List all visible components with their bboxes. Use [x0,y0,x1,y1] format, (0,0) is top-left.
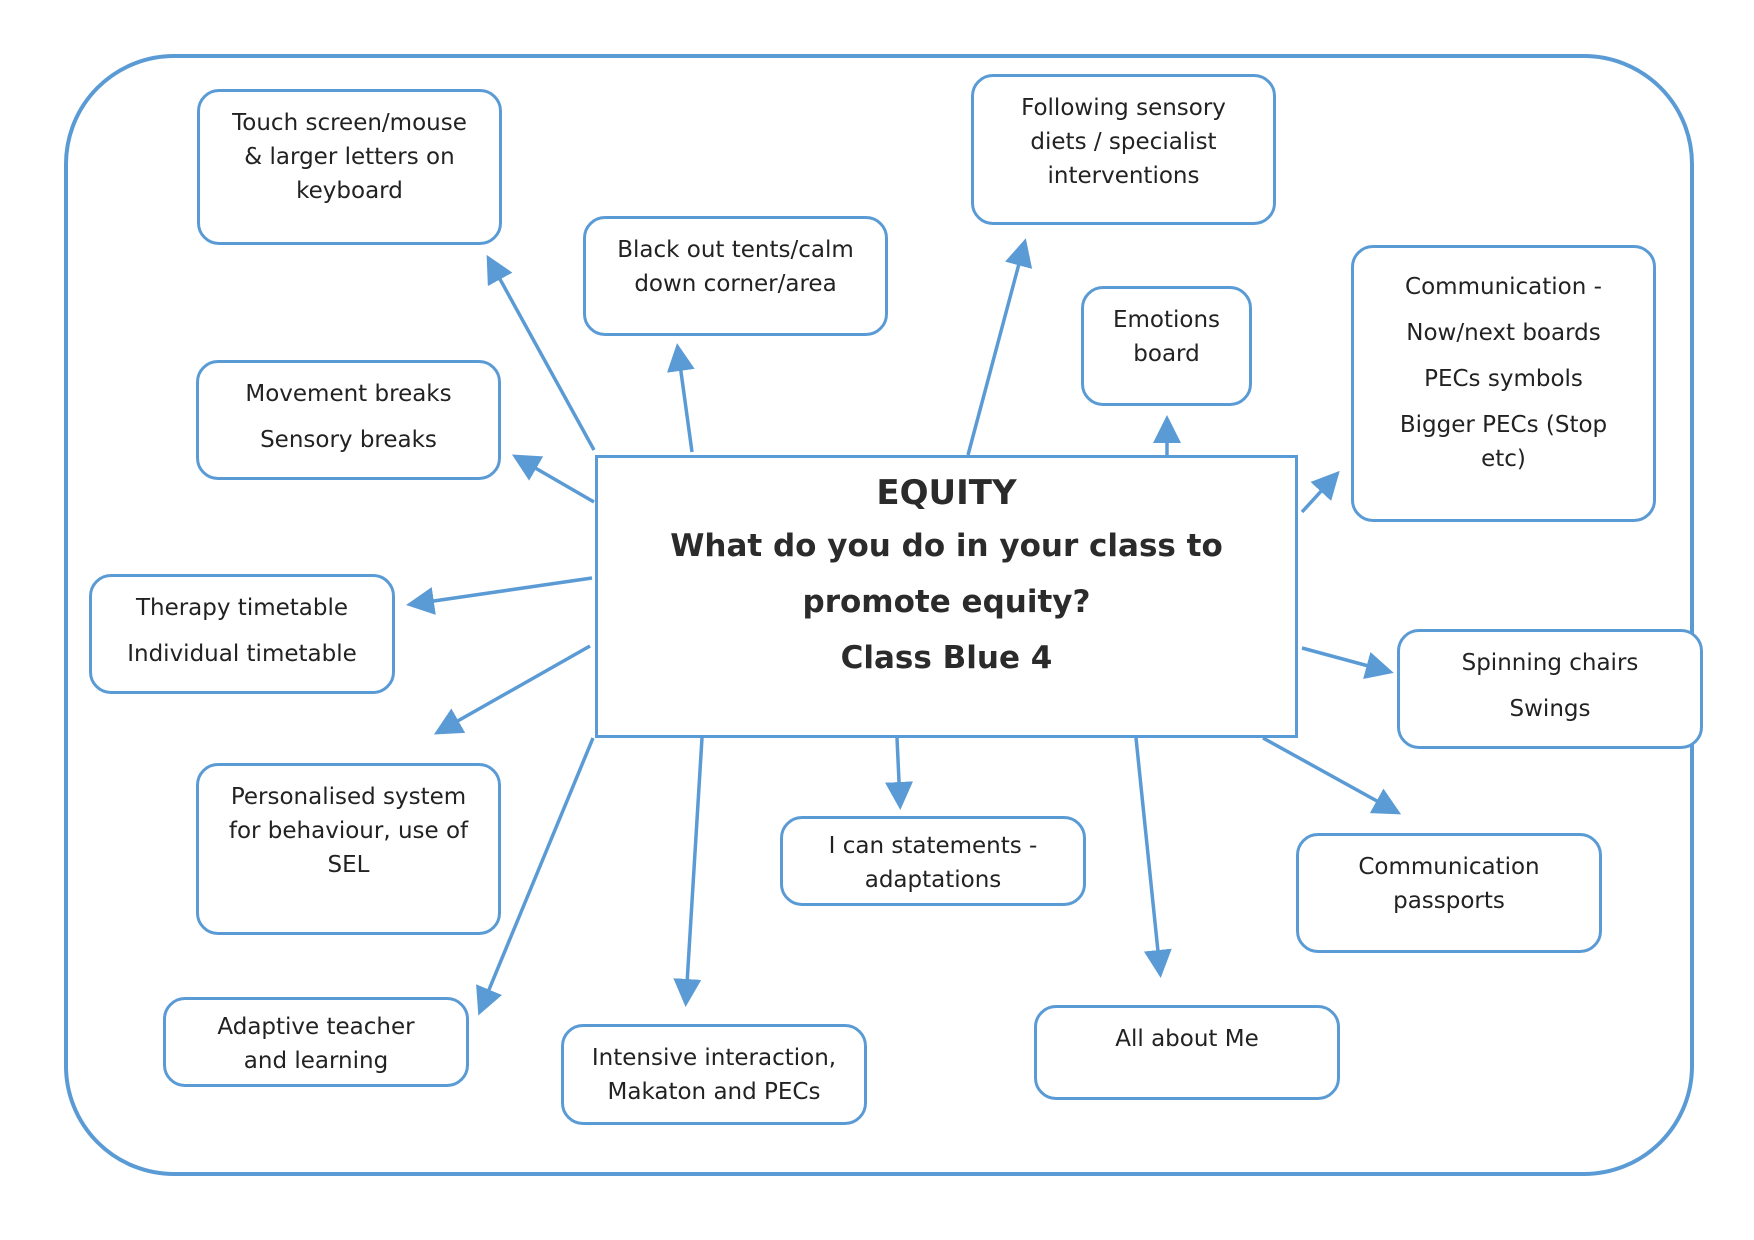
central-question-line-2: promote equity? [802,584,1091,620]
node-line: board [1133,341,1200,367]
node-line: Sensory breaks [260,427,437,453]
arrow-to-sensory-diets [966,238,1033,456]
node-emotions: Emotions board [1081,286,1252,406]
node-line: Makaton and PECs [607,1079,821,1105]
node-line: Intensive interaction, [591,1045,837,1071]
arrow-to-i-can [885,737,914,810]
arrow-to-therapy [406,576,593,615]
node-communication: Communication - Now/next boards PECs sym… [1351,245,1656,522]
node-line: down corner/area [634,271,837,297]
node-line: etc) [1481,446,1526,472]
node-sensory-diets: Following sensory diets / specialist int… [971,74,1276,225]
node-adaptive: Adaptive teacher and learning [163,997,469,1087]
node-line: Spinning chairs [1461,650,1639,676]
node-all-about-me: All about Me [1034,1005,1340,1100]
node-line: Black out tents/calm [617,237,854,263]
node-line: Movement breaks [245,381,452,407]
node-line: Communication - [1405,274,1602,300]
node-line: Bigger PECs (Stop [1399,412,1608,438]
node-line: for behaviour, use of [228,818,469,844]
central-title: EQUITY [876,473,1017,513]
node-line: All about Me [1115,1026,1259,1052]
arrow-to-intensive [673,737,704,1007]
node-line: diets / specialist [1030,129,1217,155]
node-line: & larger letters on [244,144,455,170]
node-line: I can statements - [828,833,1038,859]
node-black-out: Black out tents/calm down corner/area [583,216,888,336]
arrow-to-adaptive [476,737,595,1016]
node-passports: Communication passports [1296,833,1602,953]
arrow-to-touch-screen [486,254,596,451]
node-line: Following sensory [1021,95,1226,121]
node-line: passports [1393,888,1505,914]
node-therapy: Therapy timetable Individual timetable [89,574,395,694]
node-line: Communication [1358,854,1540,880]
arrow-to-movement [511,454,595,504]
node-i-can: I can statements - adaptations [780,816,1086,906]
node-line: Touch screen/mouse [232,110,467,136]
node-line: SEL [327,852,370,878]
central-class-name: Class Blue 4 [840,640,1053,676]
node-line: PECs symbols [1424,366,1583,392]
node-personalised: Personalised system for behaviour, use o… [196,763,501,935]
node-movement: Movement breaks Sensory breaks [196,360,501,480]
outer-rounded-frame [64,54,1694,1176]
node-intensive: Intensive interaction, Makaton and PECs [561,1024,867,1125]
node-line: Now/next boards [1406,320,1601,346]
arrow-to-passports [1262,736,1402,815]
arrow-to-personalised [433,644,591,735]
node-touch-screen: Touch screen/mouse & larger letters on k… [197,89,502,245]
node-line: interventions [1047,163,1200,189]
node-line: Therapy timetable [135,595,349,621]
node-line: Personalised system [230,784,467,810]
central-question-line-1: What do you do in your class to [670,528,1223,564]
node-line: Swings [1509,696,1591,722]
arrow-to-all-about [1134,737,1172,978]
node-line: Individual timetable [127,641,357,667]
arrow-to-spinning [1301,646,1394,680]
node-line: adaptations [864,867,1002,893]
node-line: Emotions [1112,307,1221,333]
central-topic-box: EQUITY What do you do in your class to p… [595,455,1298,738]
node-line: Adaptive teacher [217,1014,415,1040]
node-line: keyboard [296,178,403,204]
arrow-to-black-out [666,343,695,453]
node-line: and learning [243,1048,389,1074]
arrow-to-communication [1300,470,1340,514]
node-spinning: Spinning chairs Swings [1397,629,1703,749]
